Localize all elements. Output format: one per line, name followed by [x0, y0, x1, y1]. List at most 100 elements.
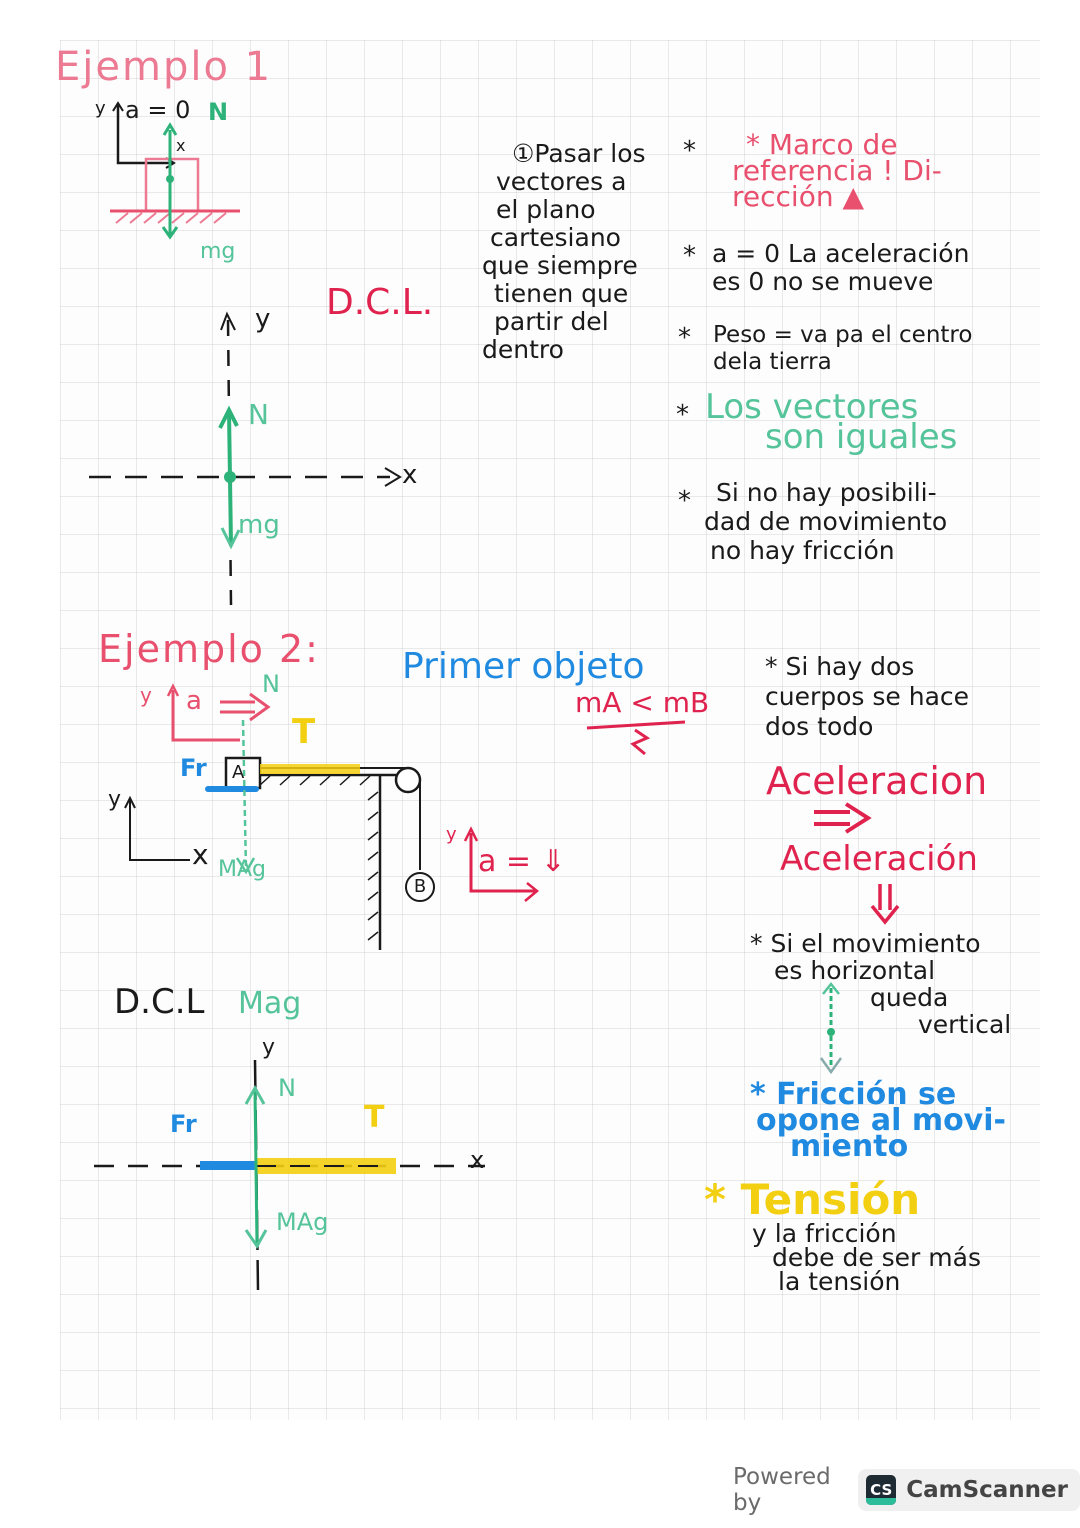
note-line: rección ▲ — [732, 180, 865, 213]
dcl2-subtitle: Mag — [238, 986, 302, 1021]
example2-diagram — [124, 683, 422, 950]
note-line: miento — [790, 1129, 909, 1164]
dcl1-normal-label: N — [248, 398, 269, 431]
example2-friction-label: Fr — [180, 754, 207, 782]
step1-line: cartesiano — [490, 223, 621, 252]
example1-title: Ejemplo 1 — [55, 44, 273, 90]
first-object-title: Primer objeto — [402, 646, 645, 687]
note-acceleration-zero: a = 0 La aceleración es 0 no se mueve — [712, 240, 969, 296]
example2-b-y-label: y — [446, 824, 457, 845]
note-line: y la fricción — [752, 1219, 897, 1248]
example1-normal-label: N — [208, 98, 229, 126]
example1-x-label: x — [176, 136, 186, 155]
example2-tension-label: T — [292, 712, 316, 752]
example2-b-axes — [463, 826, 539, 902]
example1-diagram — [110, 101, 240, 240]
mass-relation: mA < mB — [575, 686, 710, 719]
example2-b-accel-label: a = ⇓ — [478, 844, 566, 879]
note-line: debe de ser más — [772, 1243, 981, 1272]
example2-accel-label: a — [186, 686, 202, 716]
step1-note: ①Pasar los vectores a el plano cartesian… — [482, 140, 646, 364]
camscanner-logo-icon: CS — [866, 1475, 897, 1505]
example2-x-label: x — [192, 838, 209, 871]
vertical-vector-icon — [819, 981, 843, 1075]
note-line: opone al movi- — [756, 1103, 1006, 1138]
note-line: no hay fricción — [710, 536, 895, 565]
note-reference-frame: * Marco de referencia ! Di- rección ▲ — [732, 128, 942, 213]
step1-line: vectores a — [496, 167, 627, 196]
note-line: vertical — [918, 1010, 1012, 1039]
note-horizontal-movement: * Si el movimiento es horizontal queda v… — [750, 930, 1011, 1038]
note-bullet-icon: * — [676, 400, 689, 430]
camscanner-badge: CS CamScanner — [858, 1469, 1080, 1511]
example1-accel-label: a = 0 — [125, 96, 191, 124]
dcl1-y-label: y — [255, 304, 271, 334]
note-bullet-icon: * — [683, 241, 696, 271]
note-line: cuerpos se hace — [765, 682, 970, 711]
note-line: * Si hay dos — [765, 652, 915, 681]
note-two-bodies: * Si hay dos cuerpos se hace dos todo — [765, 652, 969, 742]
note-bullet-icon: * — [683, 136, 696, 166]
note-line: * Fricción se — [750, 1077, 957, 1112]
block-a-label: A — [232, 762, 245, 783]
note-line: es horizontal — [774, 956, 936, 985]
powered-by-text: Powered by — [733, 1464, 831, 1516]
camscanner-watermark: Powered by CS CamScanner — [733, 1464, 1080, 1516]
dcl2-axes-diagram — [94, 1059, 485, 1291]
graph-paper-page — [60, 40, 1040, 1420]
tension-title: * Tensión — [704, 1175, 921, 1224]
note-line: Si no hay posibili- — [716, 478, 937, 507]
step1-line: dentro — [482, 335, 564, 364]
note-line: a = 0 La aceleración — [712, 239, 970, 268]
step1-line: el plano — [496, 195, 596, 224]
example2-weight-label: MAg — [218, 857, 266, 882]
dcl2-normal-label: N — [278, 1074, 296, 1102]
dcl2-weight-label: MAg — [276, 1208, 329, 1236]
dcl2-title: D.C.L — [114, 982, 205, 1022]
dcl1-title: D.C.L. — [326, 282, 434, 323]
example2-y-label: y — [108, 787, 122, 812]
note-friction-opposes: * Fricción se opone al movi- miento — [750, 1077, 1006, 1164]
example2-title: Ejemplo 2: — [98, 627, 320, 671]
note-line: dos todo — [765, 712, 874, 741]
arrow-right-icon — [814, 802, 872, 834]
note-line: Los vectores — [705, 387, 919, 427]
example2-axis-y-label: y — [140, 683, 152, 707]
note-tension-friction: y la fricción debe de ser más la tensión — [752, 1219, 981, 1296]
dcl2-friction-label: Fr — [170, 1110, 197, 1138]
step1-line: tienen que — [494, 279, 629, 308]
dcl2-tension-label: T — [364, 1100, 385, 1135]
note-line: dela tierra — [713, 349, 832, 375]
note-bullet-icon: * — [678, 323, 691, 353]
note-bullet-icon: * — [678, 486, 691, 516]
step1-line: partir del — [494, 307, 609, 336]
dcl1-weight-label: mg — [238, 510, 280, 540]
arrow-down-icon — [870, 884, 900, 925]
note-line: referencia ! Di- — [732, 154, 942, 187]
note-line: queda — [870, 983, 949, 1012]
note-weight: Peso = va pa el centro dela tierra — [713, 322, 972, 376]
note-vectors-equal: Los vectores son iguales — [705, 387, 958, 457]
note-line: * Marco de — [746, 128, 898, 161]
note-line: dad de movimiento — [704, 507, 948, 536]
example1-weight-label: mg — [200, 239, 236, 264]
note-line: Peso = va pa el centro — [713, 322, 973, 348]
dcl2-x-label: x — [470, 1146, 485, 1174]
dcl1-axes-diagram — [89, 311, 402, 606]
note-line: son iguales — [765, 417, 958, 457]
note-line: la tensión — [778, 1267, 901, 1296]
dcl2-y-label: y — [262, 1035, 276, 1060]
note-line: * Si el movimiento — [750, 929, 981, 958]
note-line: es 0 no se mueve — [712, 267, 934, 296]
block-b-label: B — [405, 872, 435, 902]
acceleration-horizontal-label: Aceleracion — [766, 759, 988, 803]
mass-relation-arrow-icon — [586, 720, 686, 756]
step1-line: ①Pasar los — [512, 139, 646, 168]
note-no-friction: Si no hay posibili- dad de movimiento no… — [704, 478, 947, 565]
example2-normal-label: N — [262, 670, 280, 698]
dcl1-x-label: x — [402, 460, 418, 490]
example1-y-label: y — [95, 98, 106, 119]
step1-line: que siempre — [482, 251, 638, 280]
camscanner-brand: CamScanner — [906, 1477, 1068, 1503]
acceleration-vertical-label: Aceleración — [780, 839, 978, 879]
